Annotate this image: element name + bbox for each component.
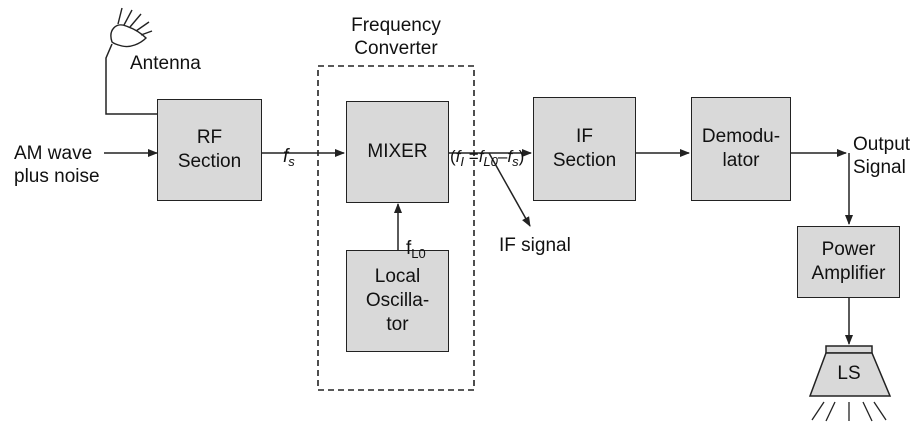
frequency-converter-label: Frequency Converter xyxy=(351,15,441,59)
fl0-sub: L0 xyxy=(411,246,426,261)
eq-open-paren: ( xyxy=(450,147,456,166)
local-oscillator-block: Local Oscilla- tor xyxy=(346,250,449,352)
if-section-block: IF Section xyxy=(533,97,636,201)
eq-fi-sub: I xyxy=(460,154,465,169)
loudspeaker-icon xyxy=(808,345,892,397)
eq-fl0: f xyxy=(478,147,484,166)
eq-close-paren: ) xyxy=(518,147,525,166)
if-frequency-equation: (fI =fL0–fs) xyxy=(450,122,524,173)
sound-waves-icon xyxy=(811,401,887,422)
if-signal-label: IF signal xyxy=(499,235,571,256)
mixer-block: MIXER xyxy=(346,101,449,203)
eq-equals: = xyxy=(464,147,479,166)
demodulator-block: Demodu- lator xyxy=(691,97,791,201)
power-amplifier-block: Power Amplifier xyxy=(797,226,900,298)
antenna-icon xyxy=(110,7,153,48)
eq-fs: f xyxy=(507,147,513,166)
if-signal-arrow xyxy=(488,152,531,227)
fl0-main: f xyxy=(406,238,412,259)
output-signal-label: Output Signal xyxy=(853,134,911,178)
fl0-label: fL0 xyxy=(406,214,426,265)
loudspeaker-label: LS xyxy=(837,363,861,384)
rf-section-block: RF Section xyxy=(157,99,262,201)
eq-minus: – xyxy=(497,147,508,166)
eq-fi: f xyxy=(455,147,461,166)
fs-label: fs xyxy=(283,122,295,173)
fs-sub: s xyxy=(288,154,295,169)
eq-fs-sub: s xyxy=(512,154,519,169)
input-label: AM wave plus noise xyxy=(14,143,100,187)
antenna-label: Antenna xyxy=(130,53,201,74)
eq-fl0-sub: L0 xyxy=(483,154,498,169)
fs-main: f xyxy=(283,146,289,167)
